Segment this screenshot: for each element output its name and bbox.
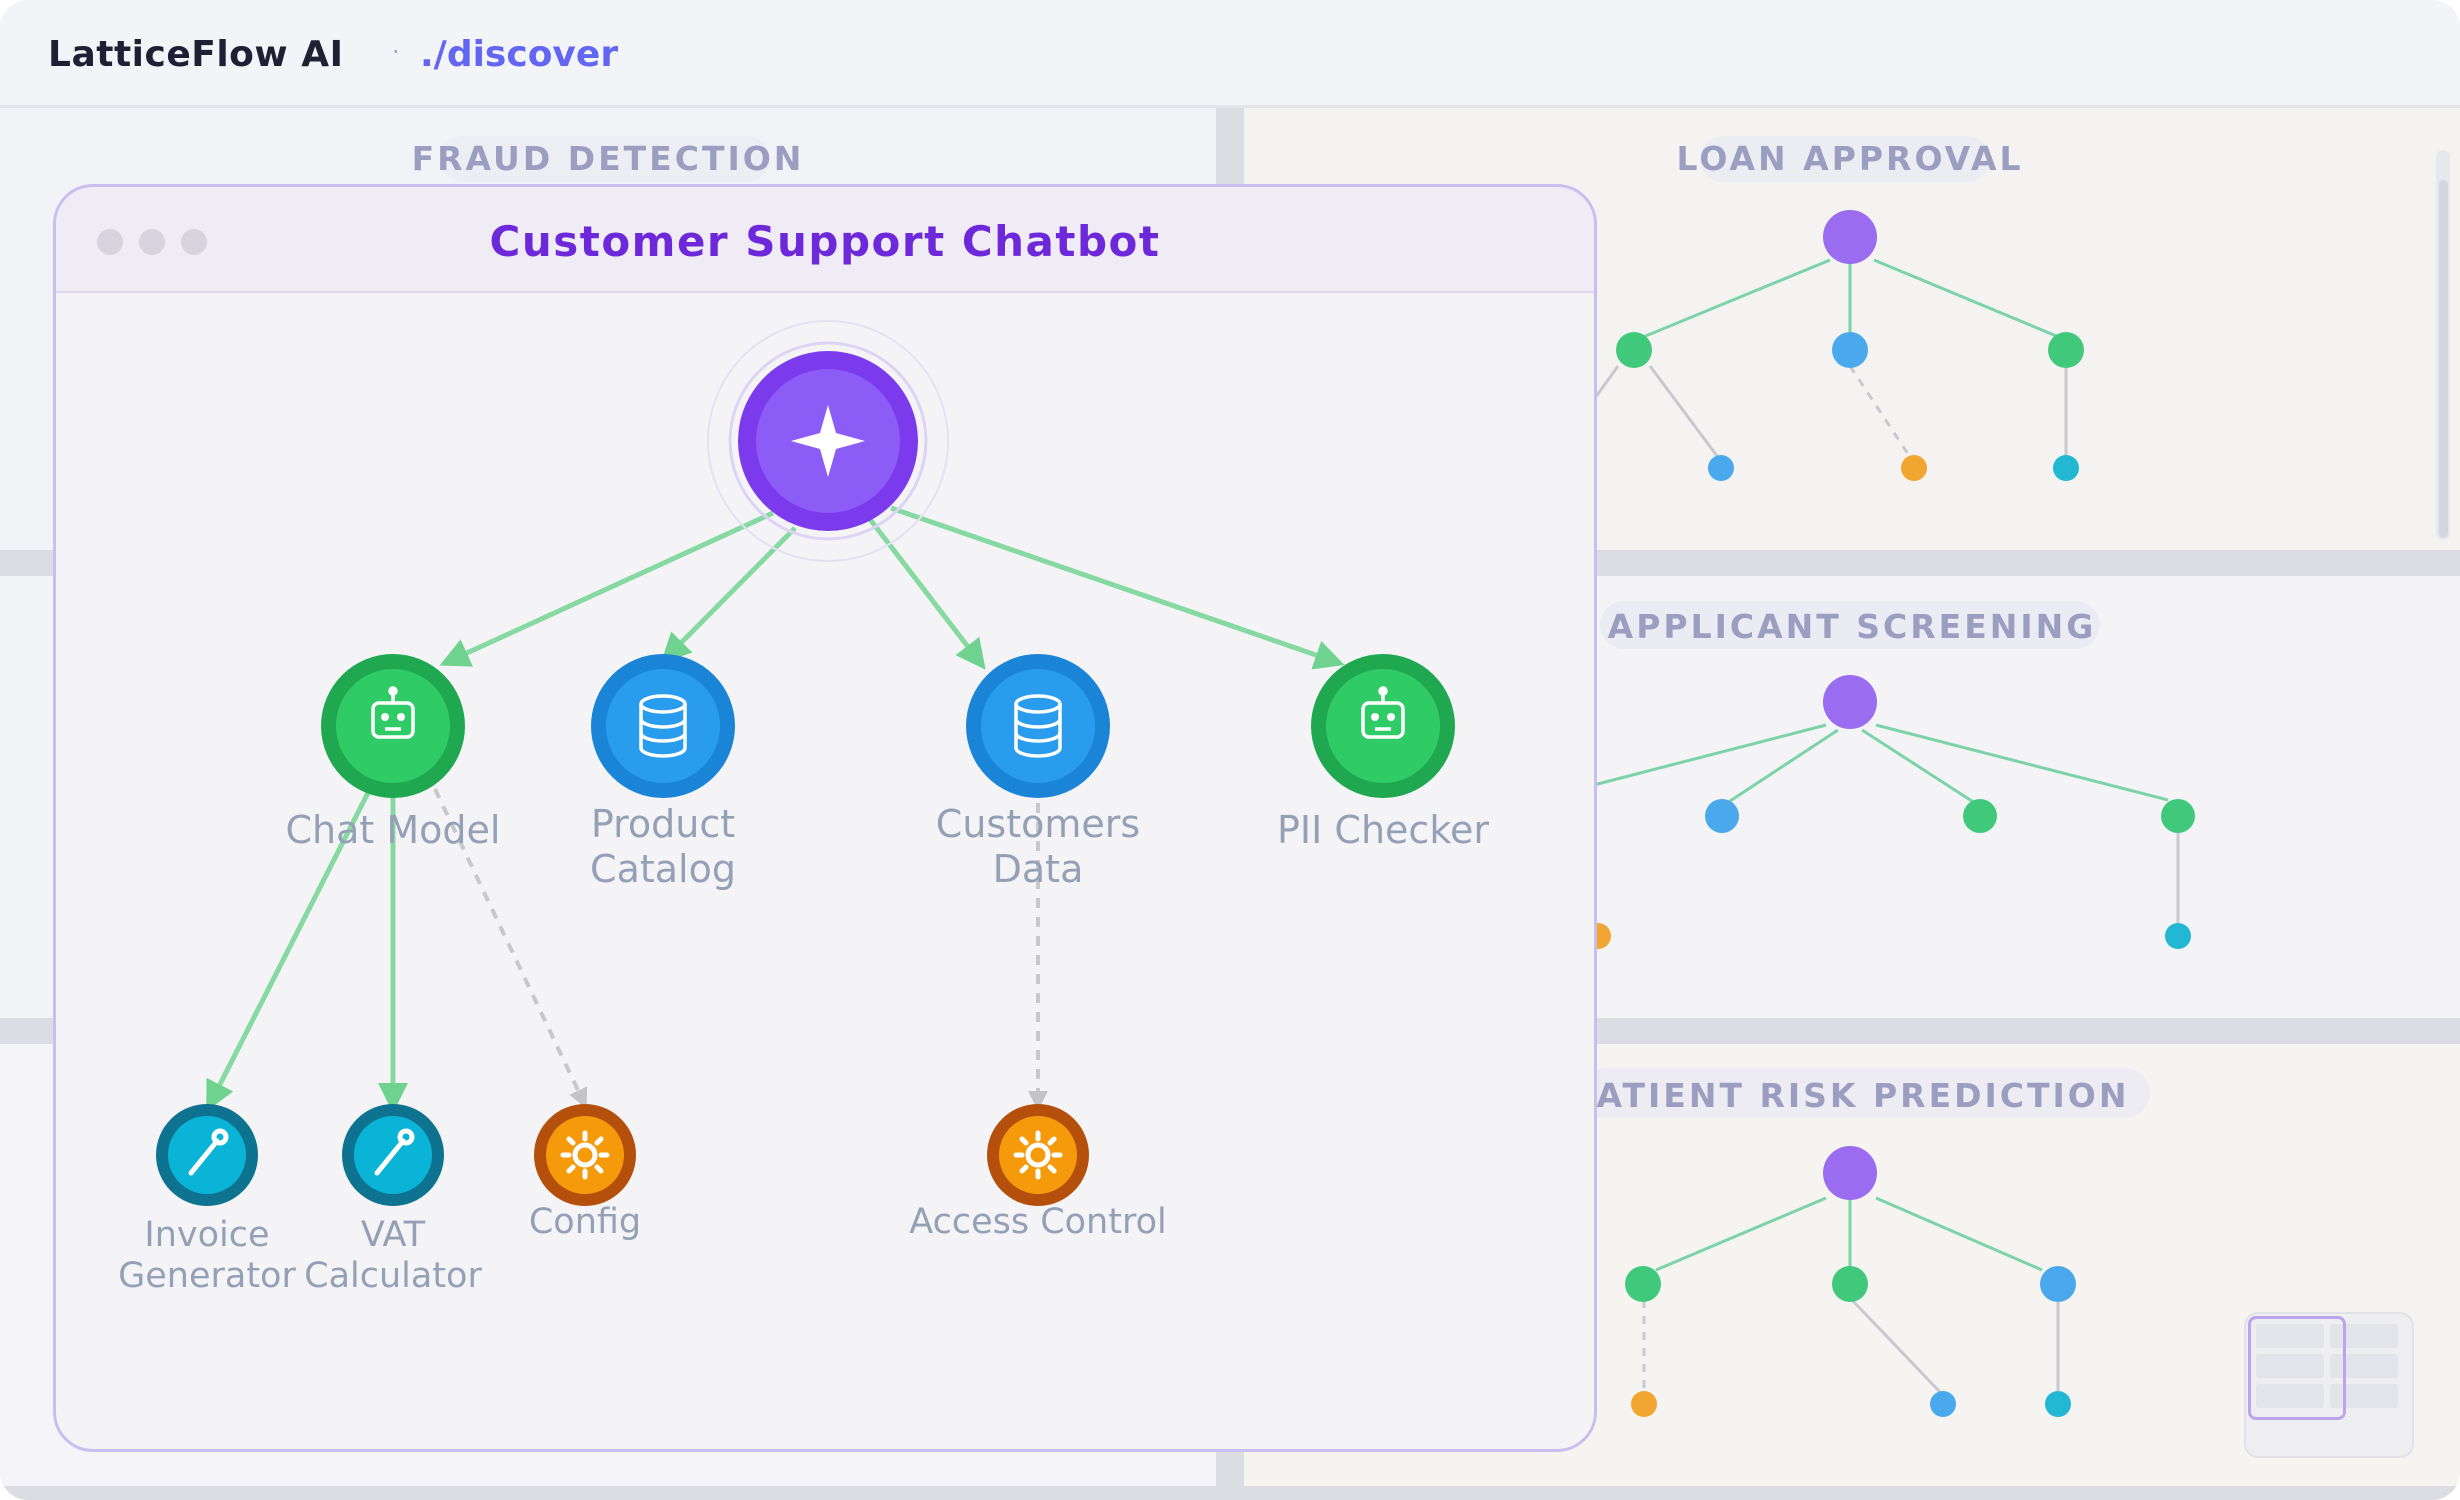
robot-icon <box>1361 686 1405 739</box>
window-dot-close[interactable] <box>97 229 123 255</box>
window-dot-minimize[interactable] <box>139 229 165 255</box>
label-invoice-1: Invoice <box>144 1215 269 1255</box>
gutter-bottom <box>0 1486 2460 1500</box>
scrollbar-thumb[interactable] <box>2439 180 2448 538</box>
panel-title-patient: ATIENT RISK PREDICTION <box>1597 1076 2130 1115</box>
edge-root-pii-checker <box>890 505 1345 670</box>
minimap[interactable] <box>2244 1312 2414 1458</box>
label-product-catalog-1: Product <box>591 802 735 846</box>
sparkle-icon <box>791 405 865 477</box>
graph-detail-modal: Customer Support Chatbot <box>53 184 1597 1452</box>
minimap-cell <box>2256 1324 2324 1348</box>
label-chat-model: Chat Model <box>286 808 501 852</box>
panel-title-pill <box>1580 1068 2150 1118</box>
node-invoice-generator[interactable] <box>156 1104 258 1206</box>
minimap-cell <box>2330 1354 2398 1378</box>
minimap-cell <box>2330 1324 2398 1348</box>
label-pii-checker: PII Checker <box>1277 808 1489 852</box>
database-icon <box>1014 694 1062 758</box>
modal-title: Customer Support Chatbot <box>489 217 1161 266</box>
route-breadcrumb[interactable]: ./discover <box>420 34 619 75</box>
minimap-cell <box>2330 1384 2398 1408</box>
panel-title-pill <box>1600 601 2100 649</box>
node-chat-model[interactable] <box>321 654 465 798</box>
minimap-cell <box>2256 1384 2324 1408</box>
panel-title-pill <box>440 136 770 182</box>
title-separator: · <box>392 38 400 66</box>
minimap-cell <box>2256 1354 2324 1378</box>
chatbot-graph: Chat Model Product Catalog <box>118 320 1489 1296</box>
node-vat-calculator[interactable] <box>342 1104 444 1206</box>
panel-title-pill <box>1700 136 1990 182</box>
label-customers-data-2: Data <box>993 847 1084 891</box>
edge-root-customers-data <box>867 516 986 670</box>
node-customers-data[interactable] <box>966 654 1110 798</box>
label-access-control: Access Control <box>909 1202 1166 1242</box>
node-access-control[interactable] <box>987 1104 1089 1206</box>
applicant-screening-graph <box>1585 675 2195 949</box>
patient-risk-graph <box>1625 1146 2076 1417</box>
node-pii-checker[interactable] <box>1311 654 1455 798</box>
database-icon <box>639 694 687 758</box>
label-config: Config <box>529 1202 641 1242</box>
node-root-agent[interactable] <box>707 320 949 562</box>
node-config[interactable] <box>534 1104 636 1206</box>
robot-icon <box>371 686 415 739</box>
top-bar: LatticeFlow AI · ./discover <box>0 0 2460 108</box>
wrench-icon <box>188 1128 229 1176</box>
modal-header: Customer Support Chatbot <box>56 187 1594 293</box>
panel-title-loan: LOAN APPROVAL <box>1676 139 2023 178</box>
node-product-catalog[interactable] <box>591 654 735 798</box>
edge-root-product-catalog <box>660 526 797 664</box>
wrench-icon <box>374 1128 415 1176</box>
app-title: LatticeFlow AI <box>48 34 344 75</box>
label-invoice-2: Generator <box>118 1256 296 1296</box>
gear-icon <box>560 1130 610 1180</box>
minimap-viewport[interactable] <box>2248 1316 2346 1420</box>
panel-title-fraud: FRAUD DETECTION <box>412 139 805 178</box>
window-dot-maximize[interactable] <box>181 229 207 255</box>
panel-title-applicant: APPLICANT SCREENING <box>1608 607 2097 646</box>
label-customers-data-1: Customers <box>936 802 1140 846</box>
label-vat-1: VAT <box>361 1215 426 1255</box>
edge-chat-model-invoice <box>206 777 378 1112</box>
edge-root-chat-model <box>439 510 775 667</box>
loan-approval-graph <box>1588 210 2084 481</box>
label-product-catalog-2: Catalog <box>590 847 736 891</box>
label-vat-2: Calculator <box>304 1256 482 1296</box>
edge-chat-model-config <box>433 788 588 1109</box>
gear-icon <box>1013 1130 1063 1180</box>
